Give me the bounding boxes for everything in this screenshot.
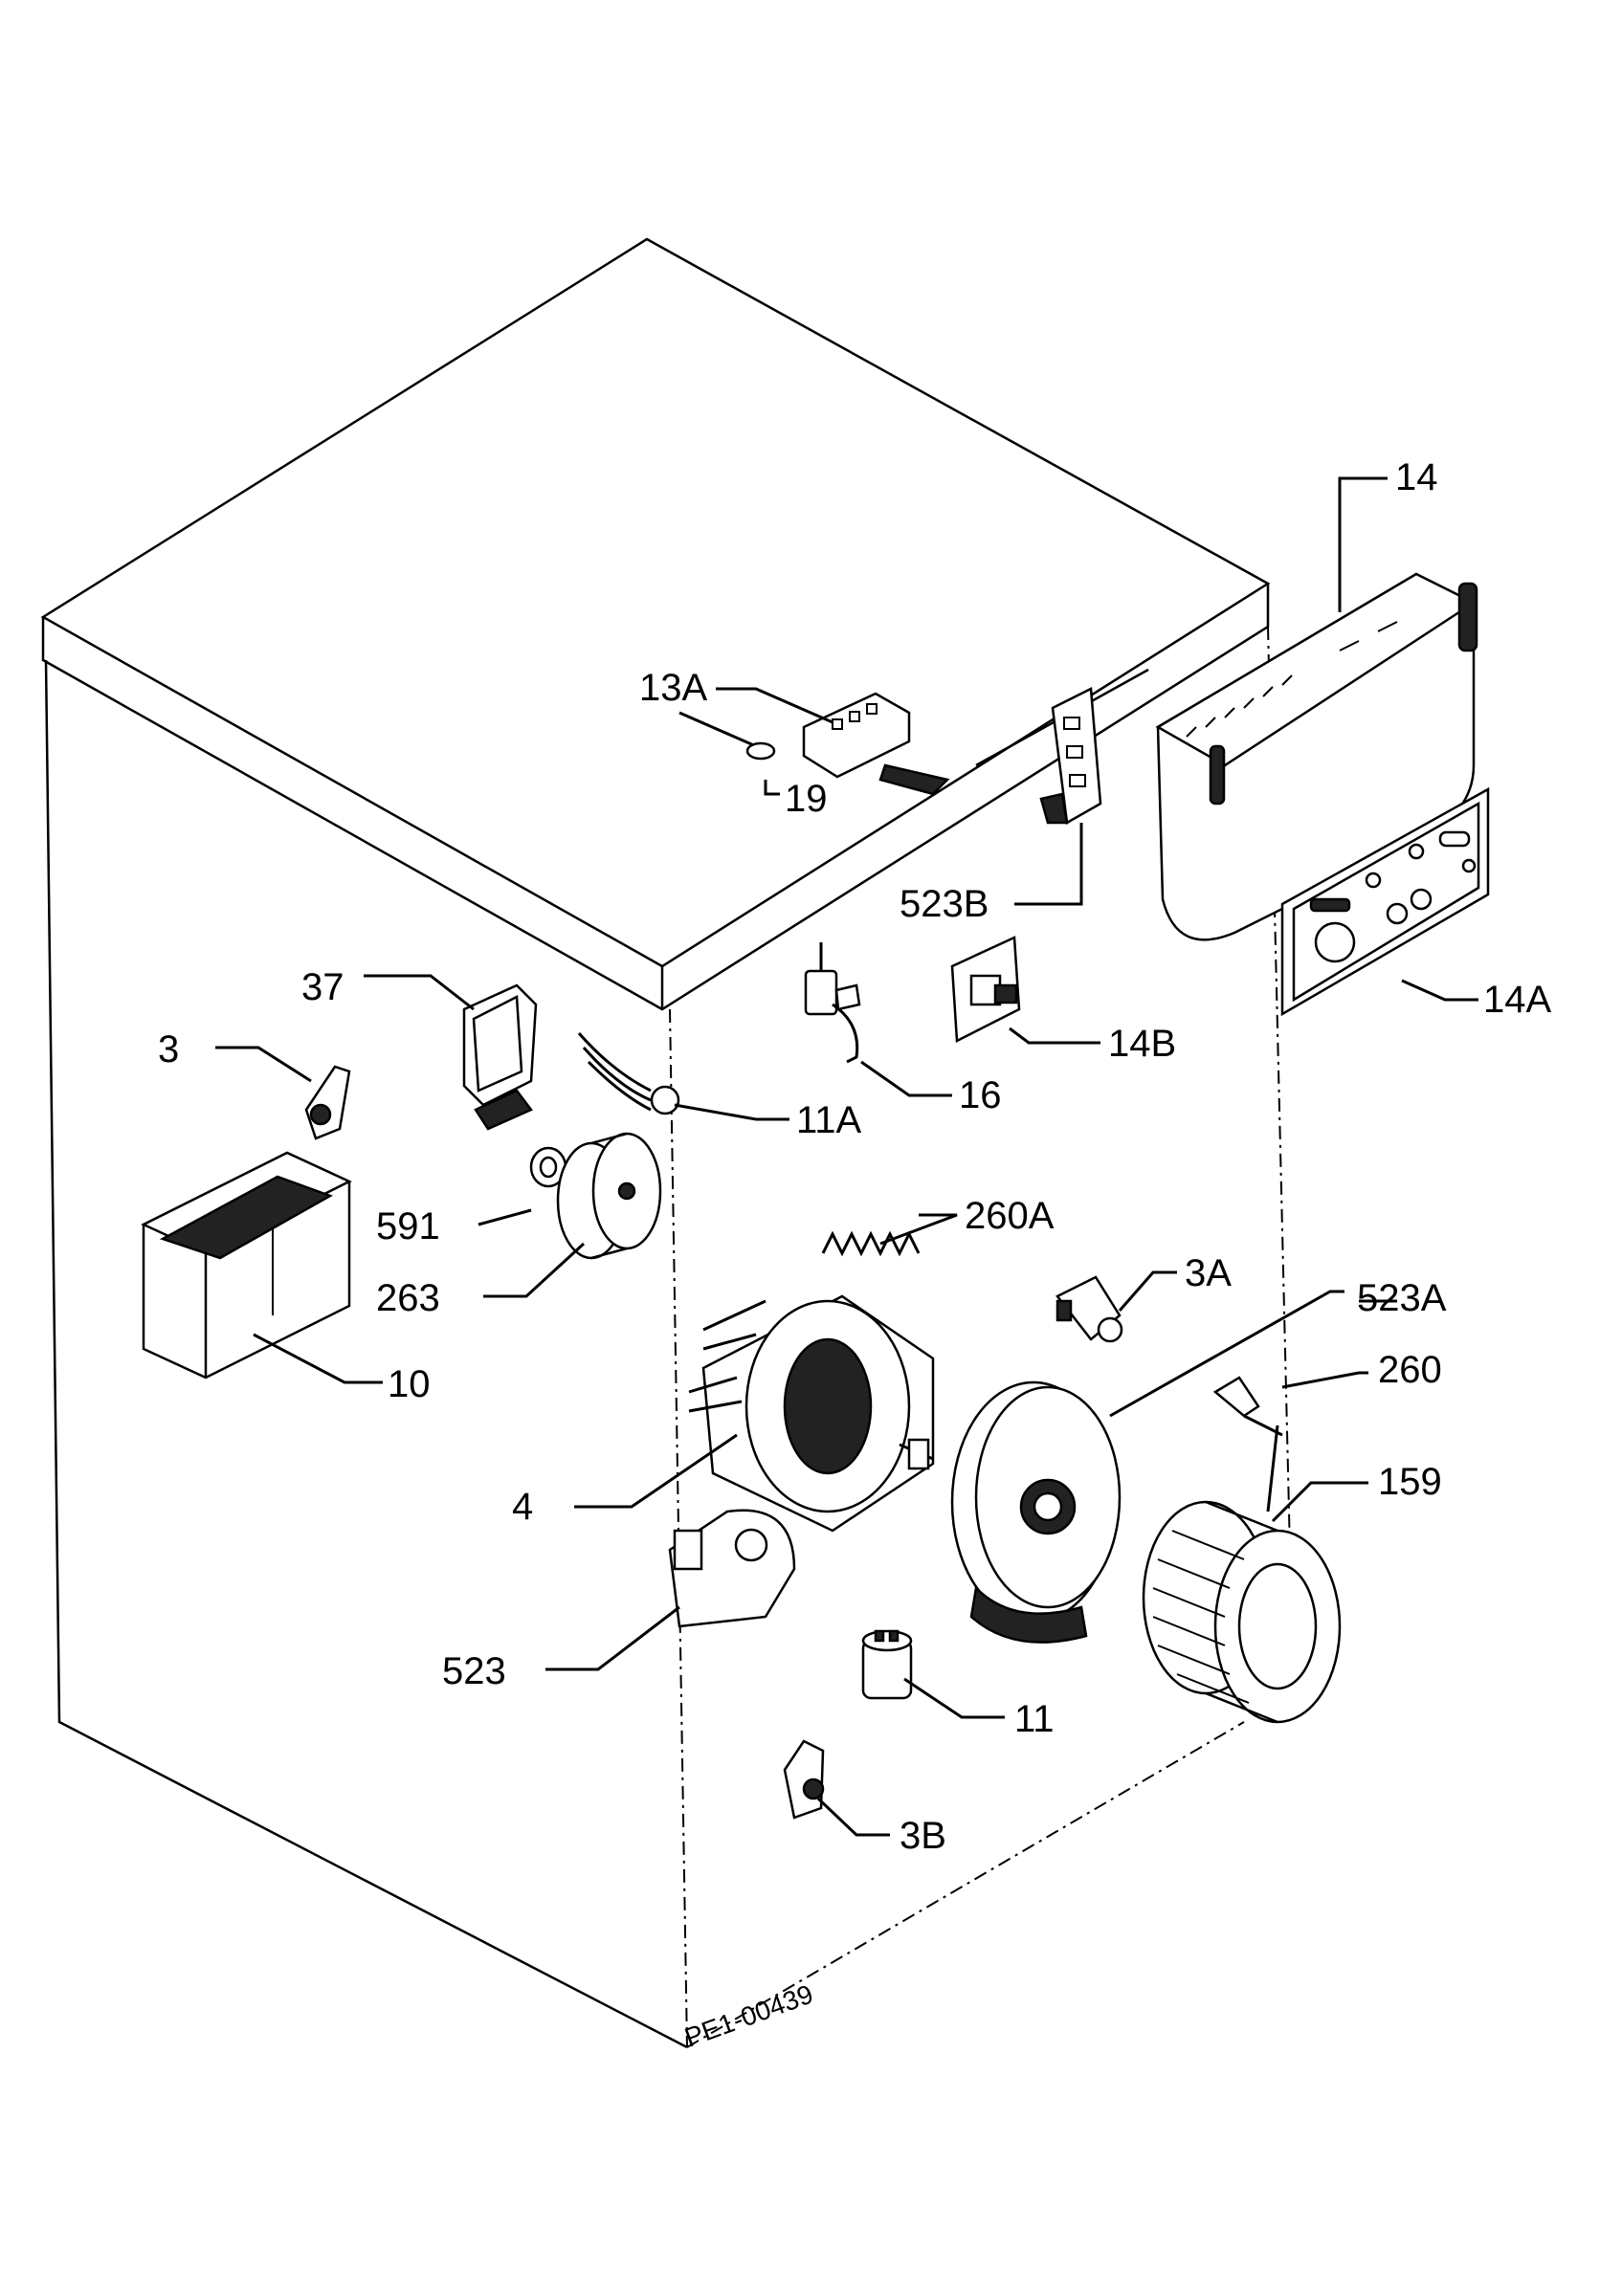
label-3a: 3A xyxy=(1185,1252,1232,1294)
part-159-blower-wheel xyxy=(1142,1500,1342,1724)
label-3b: 3B xyxy=(900,1815,946,1857)
label-260: 260 xyxy=(1378,1349,1442,1391)
part-263-pulley xyxy=(556,1132,662,1260)
label-14: 14 xyxy=(1395,456,1438,498)
part-523b-bracket xyxy=(1039,687,1102,826)
label-523: 523 xyxy=(442,1650,506,1692)
label-523a: 523A xyxy=(1357,1277,1447,1319)
part-16-microswitch xyxy=(804,942,861,1064)
label-4: 4 xyxy=(512,1486,533,1528)
part-11a-thermistor xyxy=(577,1032,680,1115)
diagram-id: PE1-00439 xyxy=(680,1979,816,2053)
label-523b: 523B xyxy=(900,883,989,925)
part-37-relay xyxy=(462,983,538,1131)
label-10: 10 xyxy=(388,1363,431,1405)
part-260-spring-clip xyxy=(1212,1376,1283,1512)
part-11-capacitor xyxy=(861,1629,913,1700)
part-523a-fan-housing xyxy=(950,1380,1122,1644)
appliance-cabinet xyxy=(40,237,1295,2049)
part-10-filter-box xyxy=(141,1151,352,1380)
label-14a: 14A xyxy=(1483,979,1551,1021)
label-260a: 260A xyxy=(965,1195,1055,1237)
part-14a-control-panel xyxy=(1280,786,1490,1017)
label-37: 37 xyxy=(301,966,344,1008)
part-19-pin xyxy=(678,711,776,761)
label-13a: 13A xyxy=(639,667,707,709)
label-19: 19 xyxy=(785,778,828,820)
leader-lines xyxy=(215,476,1478,1837)
part-4-motor xyxy=(688,1294,935,1533)
part-523-motor-mount xyxy=(668,1509,796,1628)
part-3a-sensor xyxy=(1055,1275,1123,1343)
label-263: 263 xyxy=(376,1277,440,1319)
label-159: 159 xyxy=(1378,1461,1442,1503)
label-16: 16 xyxy=(959,1074,1002,1116)
label-14b: 14B xyxy=(1108,1023,1176,1065)
part-3b-sensor xyxy=(783,1739,825,1820)
part-260a-spring xyxy=(821,1230,921,1257)
label-11a: 11A xyxy=(796,1099,862,1141)
label-3: 3 xyxy=(158,1028,179,1071)
part-13a-door-switch xyxy=(802,692,950,796)
part-3-sensor xyxy=(304,1065,351,1140)
part-14b-switch xyxy=(950,936,1021,1043)
label-591: 591 xyxy=(376,1205,440,1247)
label-11: 11 xyxy=(1014,1698,1055,1740)
